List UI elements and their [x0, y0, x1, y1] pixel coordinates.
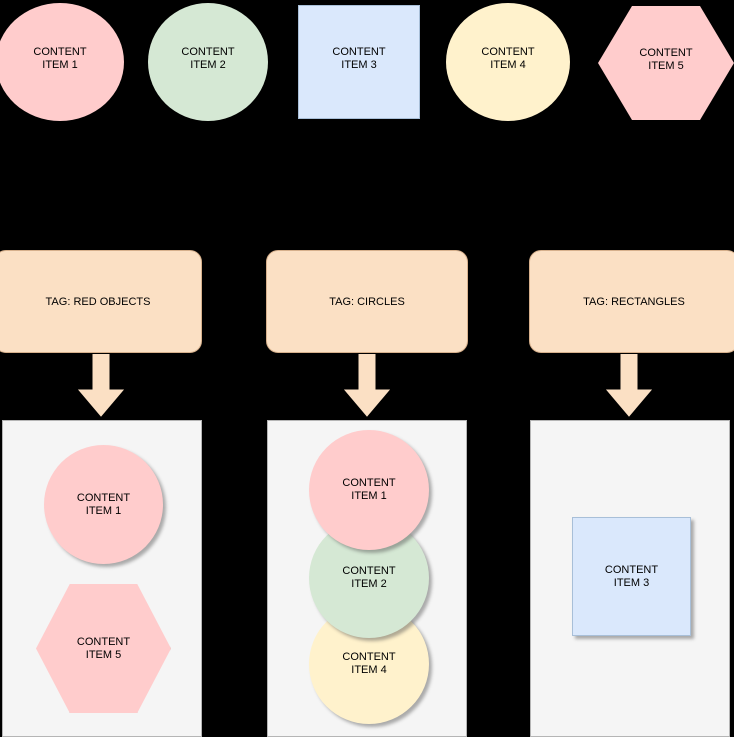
source-item-5[interactable]: CONTENT ITEM 5 — [598, 6, 734, 120]
source-item-4[interactable]: CONTENT ITEM 4 — [446, 3, 570, 121]
group-circles-item-1[interactable]: CONTENT ITEM 1 — [309, 430, 429, 550]
circle-shape — [309, 430, 429, 550]
source-item-2[interactable]: CONTENT ITEM 2 — [148, 3, 268, 121]
tag-red-objects-label: TAG: RED OBJECTS — [45, 295, 151, 308]
group-red-objects[interactable]: CONTENT ITEM 1 CONTENT ITEM 5 — [2, 420, 202, 737]
source-item-3[interactable]: CONTENT ITEM 3 — [298, 5, 420, 119]
circle-shape — [148, 3, 268, 121]
tag-circles-label: TAG: CIRCLES — [329, 295, 405, 308]
arrow-to-red-objects — [76, 353, 126, 418]
circle-shape — [446, 3, 570, 121]
arrow-to-rectangles — [604, 353, 654, 418]
group-rectangles-item-3[interactable]: CONTENT ITEM 3 — [572, 517, 691, 636]
hexagon-shape — [36, 584, 171, 713]
source-item-1[interactable]: CONTENT ITEM 1 — [0, 3, 124, 121]
rectangle-shape — [572, 517, 691, 636]
tag-rectangles-label: TAG: RECTANGLES — [583, 295, 685, 308]
group-red-objects-item-1[interactable]: CONTENT ITEM 1 — [44, 445, 163, 564]
tag-rectangles[interactable]: TAG: RECTANGLES — [529, 250, 734, 353]
hexagon-shape — [598, 6, 734, 120]
rectangle-shape — [298, 5, 420, 119]
circle-shape — [44, 445, 163, 564]
down-arrow-icon — [605, 353, 653, 417]
down-arrow-icon — [77, 353, 125, 417]
group-red-objects-item-5[interactable]: CONTENT ITEM 5 — [36, 584, 171, 713]
group-circles[interactable]: CONTENT ITEM 1 CONTENT ITEM 2 CONTENT IT… — [267, 420, 467, 737]
group-rectangles[interactable]: CONTENT ITEM 3 — [530, 420, 730, 737]
tag-circles[interactable]: TAG: CIRCLES — [266, 250, 468, 353]
circle-shape — [0, 3, 124, 121]
down-arrow-icon — [343, 353, 391, 417]
arrow-to-circles — [342, 353, 392, 418]
tag-red-objects[interactable]: TAG: RED OBJECTS — [0, 250, 202, 353]
